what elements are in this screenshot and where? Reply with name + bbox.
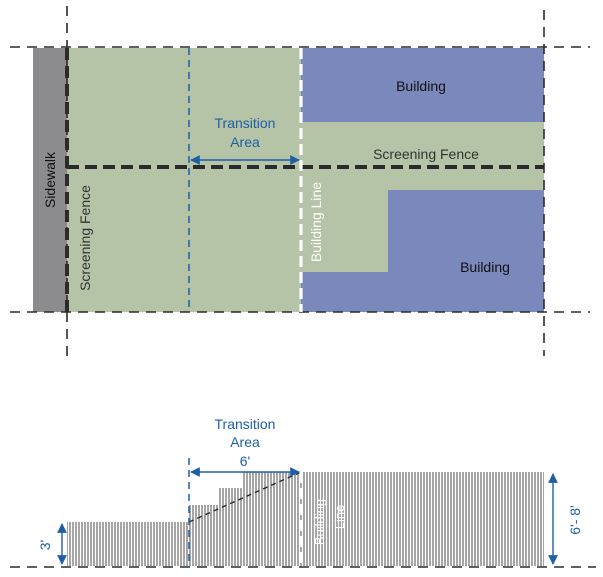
transition-slope-line	[188, 471, 302, 523]
fence-height-left-label: 3'	[37, 540, 53, 550]
sidewalk	[33, 48, 67, 312]
plan-view: Sidewalk Screening Fence Transition Area…	[10, 6, 590, 356]
section-view: Transition Area 6' 3' 6'- 8' Building Li…	[10, 416, 596, 568]
fence-height-right-label: 6'- 8'	[567, 505, 583, 534]
tall-building-profile	[301, 472, 544, 566]
transition-area-label-1: Transition	[215, 115, 276, 131]
building-top	[301, 48, 544, 122]
section-building-line-label-1: Building	[312, 499, 327, 545]
building-line-label: Building Line	[308, 182, 324, 262]
section-building-line-label-2: Line	[332, 505, 347, 530]
section-transition-width: 6'	[240, 453, 250, 469]
screening-fence-horizontal-label: Screening Fence	[373, 146, 479, 162]
building-bottom	[301, 190, 544, 312]
stepped-transition-profile	[189, 472, 301, 566]
building-top-label: Building	[396, 78, 446, 94]
building-bottom-label: Building	[460, 259, 510, 275]
section-transition-label-2: Area	[230, 434, 260, 450]
screening-fence-vertical-label: Screening Fence	[77, 185, 93, 291]
transition-area-label-2: Area	[230, 134, 260, 150]
low-fence-profile	[67, 522, 189, 566]
sidewalk-label: Sidewalk	[42, 151, 58, 208]
section-transition-label-1: Transition	[215, 416, 276, 432]
